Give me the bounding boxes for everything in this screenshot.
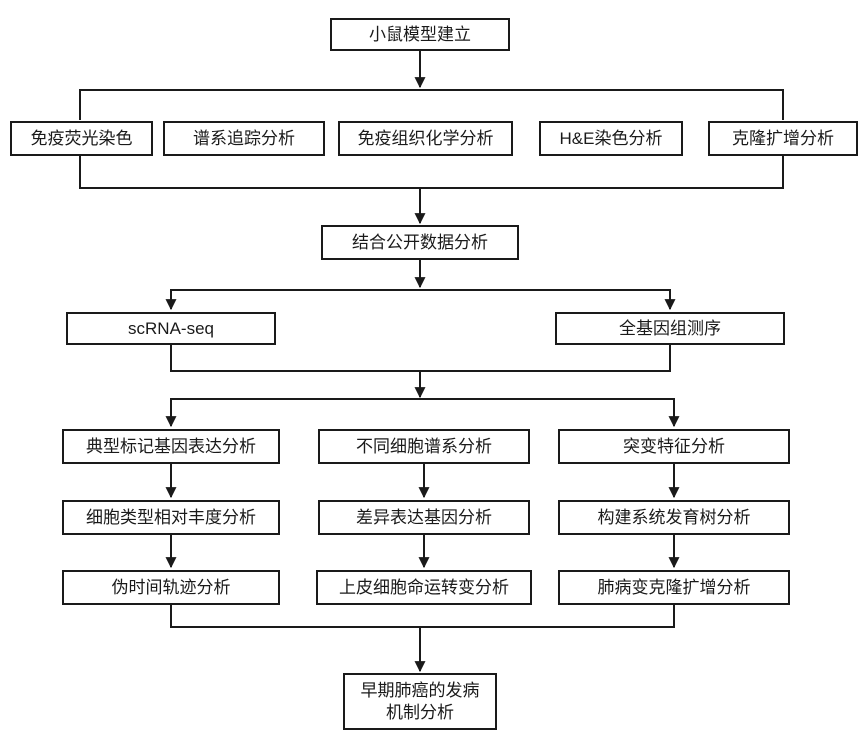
node-clonal-expansion-analysis: 克隆扩增分析 — [708, 121, 858, 156]
node-lineage-tracing-analysis: 谱系追踪分析 — [163, 121, 325, 156]
node-marker-gene-expression-analysis: 典型标记基因表达分析 — [62, 429, 280, 464]
node-whole-genome-sequencing: 全基因组测序 — [555, 312, 785, 345]
node-cell-lineage-analysis: 不同细胞谱系分析 — [318, 429, 530, 464]
mechanism-label-line1: 早期肺癌的发病 — [360, 681, 480, 701]
edge-row2-top-distribution — [79, 89, 784, 120]
node-immunohistochemistry-analysis: 免疫组织化学分析 — [338, 121, 513, 156]
edge-row2-bottom-collection — [79, 156, 784, 189]
node-scrna-seq: scRNA-seq — [66, 312, 276, 345]
node-phylogenetic-tree-analysis: 构建系统发育树分析 — [558, 500, 790, 535]
node-immunofluorescence-staining: 免疫荧光染色 — [10, 121, 153, 156]
node-combined-public-data-analysis: 结合公开数据分析 — [321, 225, 519, 260]
edge-seq-merge-line — [170, 345, 671, 372]
node-mutation-signature-analysis: 突变特征分析 — [558, 429, 790, 464]
node-early-lung-cancer-mechanism-analysis: 早期肺癌的发病 机制分析 — [343, 673, 497, 730]
node-mouse-model: 小鼠模型建立 — [330, 18, 510, 51]
node-lung-lesion-clonal-expansion-analysis: 肺病变克隆扩增分析 — [558, 570, 790, 605]
mechanism-label-line2: 机制分析 — [386, 702, 454, 722]
node-he-staining-analysis: H&E染色分析 — [539, 121, 683, 156]
node-epithelial-fate-transition-analysis: 上皮细胞命运转变分析 — [316, 570, 532, 605]
edge-bottom-merge-line — [170, 605, 675, 628]
node-differential-expression-analysis: 差异表达基因分析 — [318, 500, 530, 535]
node-cell-type-abundance-analysis: 细胞类型相对丰度分析 — [62, 500, 280, 535]
node-pseudotime-trajectory-analysis: 伪时间轨迹分析 — [62, 570, 280, 605]
